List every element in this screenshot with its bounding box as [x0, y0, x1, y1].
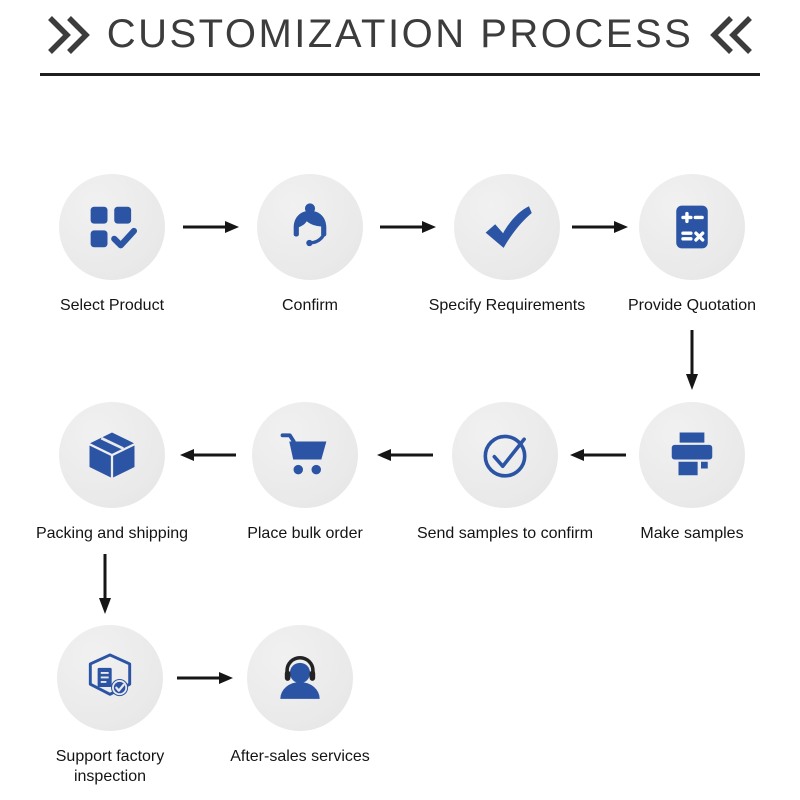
- double-chevron-left-icon: [710, 15, 753, 54]
- step-circle: [252, 402, 358, 508]
- step-label: Support factory inspection: [55, 748, 165, 785]
- calculator-icon: [676, 205, 708, 249]
- arrow-confirm-to-specify: [380, 221, 436, 233]
- step-label: Select Product: [59, 297, 165, 314]
- arrow-send-to-place: [377, 449, 433, 461]
- step-label: Provide Quotation: [627, 297, 757, 314]
- step-circle: [639, 402, 745, 508]
- step-after-sales: After-sales services: [200, 625, 400, 767]
- step-place-bulk-order: Place bulk order: [205, 402, 405, 544]
- double-chevron-right-icon: [47, 15, 90, 54]
- product-grid-icon: [90, 206, 138, 249]
- step-circle: [59, 402, 165, 508]
- step-label: Packing and shipping: [35, 525, 189, 542]
- step-circle: [247, 625, 353, 731]
- step-circle: [257, 174, 363, 280]
- step-factory-inspection: Support factory inspection: [10, 625, 210, 787]
- step-label: After-sales services: [230, 748, 370, 765]
- step-label: Make samples: [640, 525, 744, 542]
- arrow-specify-to-provide: [572, 221, 628, 233]
- step-send-samples: Send samples to confirm: [405, 402, 605, 544]
- step-circle: [452, 402, 558, 508]
- title-bar: CUSTOMIZATION PROCESS: [0, 12, 800, 57]
- step-label: Specify Requirements: [428, 297, 586, 314]
- step-label: Send samples to confirm: [416, 525, 594, 542]
- step-circle: [57, 625, 163, 731]
- arrow-place-to-packing: [180, 449, 236, 461]
- shopping-cart-icon: [280, 433, 327, 475]
- printer-icon: [671, 432, 713, 476]
- arrow-make-to-send: [570, 449, 626, 461]
- page-title: CUSTOMIZATION PROCESS: [106, 12, 694, 56]
- step-label: Place bulk order: [247, 525, 363, 542]
- headset-person-icon: [280, 655, 320, 699]
- support-agent-icon: [293, 203, 327, 247]
- step-provide-quotation: Provide Quotation: [592, 174, 792, 316]
- step-circle: [639, 174, 745, 280]
- factory-inspection-icon: [88, 653, 132, 697]
- checkmark-icon: [485, 206, 532, 248]
- arrow-provide-to-make: [686, 330, 698, 390]
- step-confirm: Confirm: [210, 174, 410, 316]
- title-underline: [40, 73, 760, 76]
- step-packing-shipping: Packing and shipping: [12, 402, 212, 544]
- arrow-select-to-confirm: [183, 221, 239, 233]
- arrow-support-to-aftersales: [177, 672, 233, 684]
- arrow-packing-to-support: [99, 554, 111, 614]
- step-label: Confirm: [281, 297, 338, 314]
- step-specify-requirements: Specify Requirements: [407, 174, 607, 316]
- step-make-samples: Make samples: [592, 402, 792, 544]
- step-circle: [454, 174, 560, 280]
- step-circle: [59, 174, 165, 280]
- step-select-product: Select Product: [12, 174, 212, 316]
- package-box-icon: [89, 432, 135, 478]
- circle-check-icon: [483, 434, 527, 478]
